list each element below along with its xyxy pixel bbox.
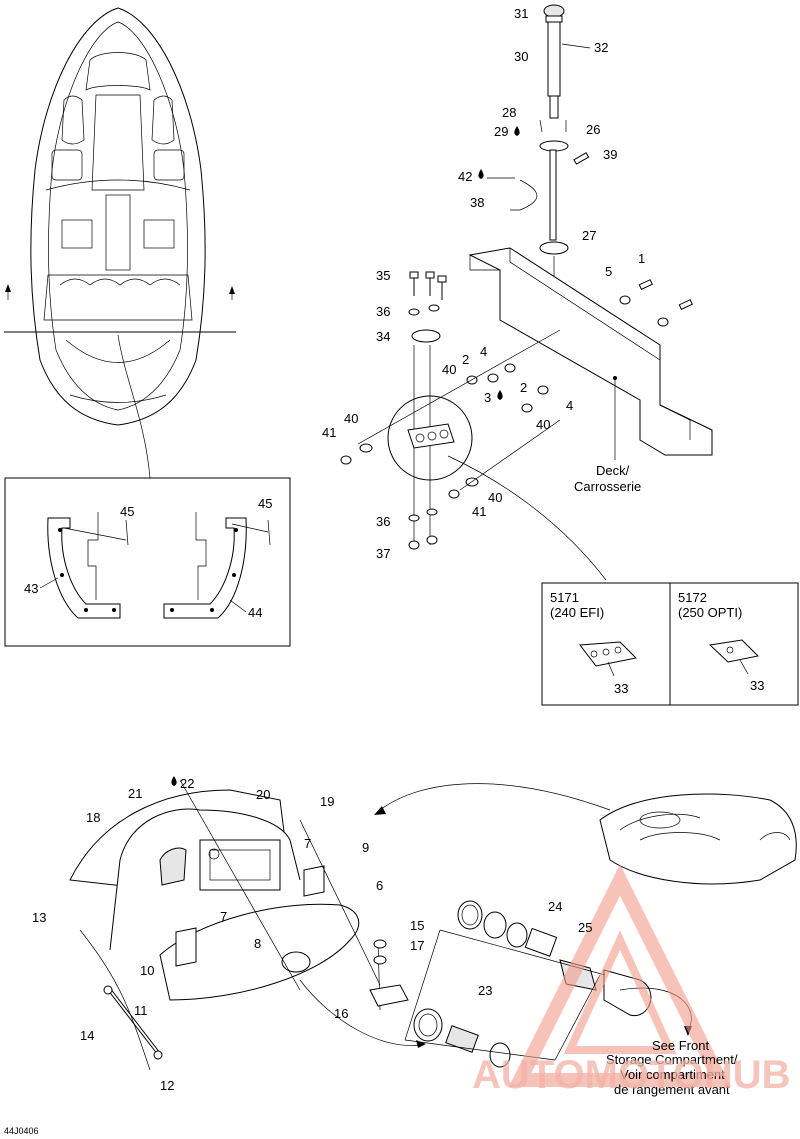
callout-20: 20 (256, 787, 270, 802)
callout-42: 42 (458, 169, 472, 184)
callout-29: 29 (494, 124, 508, 139)
lubricant-drop-icons (171, 126, 520, 786)
callout-11: 11 (134, 1003, 148, 1018)
variant-box (541, 582, 799, 706)
callout-1: 1 (638, 251, 645, 266)
callout-40c: 40 (344, 411, 358, 426)
callout-39: 39 (603, 147, 617, 162)
callout-33a: 33 (614, 681, 628, 696)
bracket-detail-box (4, 477, 291, 647)
callout-2a: 2 (462, 352, 469, 367)
callout-44: 44 (248, 605, 262, 620)
variant-2-engine: (250 OPTI) (678, 605, 742, 620)
callout-27: 27 (582, 228, 596, 243)
callout-4a: 4 (480, 344, 487, 359)
hull-top-view (4, 7, 236, 479)
bracket-detail-circle (387, 395, 607, 581)
callout-26: 26 (586, 122, 600, 137)
callout-41a: 41 (322, 425, 336, 440)
callout-16: 16 (334, 1006, 348, 1021)
callout-43: 43 (24, 581, 38, 596)
callout-8: 8 (254, 936, 261, 951)
callout-23: 23 (478, 983, 492, 998)
callout-17: 17 (410, 938, 424, 953)
callout-2b: 2 (520, 380, 527, 395)
variant-1-engine: (240 EFI) (550, 605, 604, 620)
callout-33b: 33 (750, 678, 764, 693)
text-labels: Deck/ Carrosserie 5171 (240 EFI) 5172 (2… (4, 463, 791, 1136)
callout-38: 38 (470, 195, 484, 210)
variant-2-code: 5172 (678, 590, 707, 605)
callout-9: 9 (362, 840, 369, 855)
callout-4b: 4 (566, 398, 573, 413)
callout-18: 18 (86, 810, 100, 825)
callout-7a: 7 (304, 836, 311, 851)
callout-22: 22 (180, 776, 194, 791)
callout-24: 24 (548, 899, 562, 914)
drawing-code: 44J0406 (4, 1126, 39, 1136)
watercraft-view (299, 783, 797, 1048)
see-front-line-4: de rangement avant (614, 1082, 730, 1097)
variant-1-code: 5171 (550, 590, 579, 605)
see-front-line-3: Voir compartiment (620, 1067, 725, 1082)
callout-40d: 40 (488, 490, 502, 505)
callout-45b: 45 (258, 496, 272, 511)
steering-column-assembly (487, 4, 591, 300)
callout-19: 19 (320, 794, 334, 809)
see-front-line-1: See Front (652, 1038, 709, 1053)
callout-40a: 40 (442, 362, 456, 377)
callout-10: 10 (140, 963, 154, 978)
callout-numbers: 31 30 32 28 29 26 39 42 38 27 1 5 35 36 … (24, 6, 764, 1093)
callout-35: 35 (376, 268, 390, 283)
deck-panel (468, 247, 713, 460)
callout-32: 32 (594, 40, 608, 55)
see-front-line-2: Storage Compartment/ (606, 1052, 738, 1067)
callout-41b: 41 (472, 504, 486, 519)
callout-45a: 45 (120, 504, 134, 519)
callout-37: 37 (376, 546, 390, 561)
callout-5: 5 (605, 264, 612, 279)
callout-25: 25 (578, 920, 592, 935)
callout-14: 14 (80, 1028, 94, 1043)
hardware-fasteners (340, 271, 693, 550)
callout-12: 12 (160, 1078, 174, 1093)
watermark-text: AUTOMOTOHUB (472, 1053, 791, 1097)
callout-28: 28 (502, 105, 516, 120)
callout-3: 3 (484, 390, 491, 405)
callout-31: 31 (514, 6, 528, 21)
callout-15: 15 (410, 918, 424, 933)
deck-label-en: Deck/ (596, 463, 630, 478)
callout-36b: 36 (376, 514, 390, 529)
callout-21: 21 (128, 786, 142, 801)
callout-7b: 7 (220, 909, 227, 924)
callout-40b: 40 (536, 417, 550, 432)
callout-36a: 36 (376, 304, 390, 319)
callout-34: 34 (376, 329, 390, 344)
callout-13: 13 (32, 910, 46, 925)
watermark-logo (508, 864, 732, 1087)
console-assembly (69, 779, 409, 1071)
callout-30: 30 (514, 49, 528, 64)
callout-6: 6 (376, 878, 383, 893)
deck-label-fr: Carrosserie (574, 479, 641, 494)
